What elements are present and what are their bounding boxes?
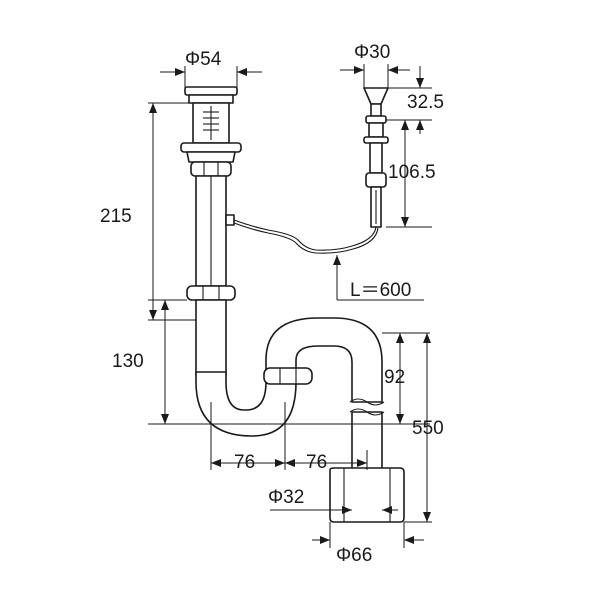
popup-knob-stem <box>370 103 382 117</box>
popup-rod-sleeve <box>369 142 383 174</box>
break-line <box>349 398 385 406</box>
slip-nut-upper <box>186 285 236 301</box>
trap-slip-nut <box>263 367 313 385</box>
drain-cap-collar <box>188 94 234 104</box>
dim-label-106-5: 106.5 <box>388 162 436 183</box>
dimension-lines <box>148 64 432 548</box>
drain-lower-pipe <box>195 299 227 376</box>
dimension-labels: Φ54 Φ30 32.5 106.5 215 L＝600 130 92 550 … <box>100 42 444 566</box>
drain-flange-nut <box>186 151 236 163</box>
popup-nut <box>368 122 384 138</box>
dim-label-dia-66: Φ66 <box>336 545 372 566</box>
drain-assembly <box>180 86 242 376</box>
dim-label-92: 92 <box>384 367 405 388</box>
linkage-bracket <box>225 214 235 226</box>
linkage-cable <box>233 219 377 251</box>
popup-rod-assembly <box>233 87 389 254</box>
drain-upper-nut <box>190 161 232 177</box>
popup-lock-washer <box>363 136 389 144</box>
dim-label-32-5: 32.5 <box>407 92 444 113</box>
popup-clamp <box>365 172 387 188</box>
dim-label-76-left: 76 <box>234 452 255 473</box>
wall-flange <box>329 467 405 523</box>
dim-label-550: 550 <box>412 418 444 439</box>
dim-label-76-right: 76 <box>306 452 327 473</box>
drain-flange <box>180 142 242 153</box>
dim-label-dia-54: Φ54 <box>185 49 222 70</box>
trap-return-bend <box>265 317 383 403</box>
dim-label-130: 130 <box>112 351 144 372</box>
popup-knob <box>363 87 389 105</box>
drain-cap <box>184 86 238 96</box>
popup-washer <box>365 115 387 124</box>
dim-label-dia-32: Φ32 <box>268 487 304 508</box>
dim-label-215: 215 <box>100 206 132 227</box>
dim-label-dia-30: Φ30 <box>354 42 390 63</box>
dim-label-cable-length: L＝600 <box>350 280 411 301</box>
